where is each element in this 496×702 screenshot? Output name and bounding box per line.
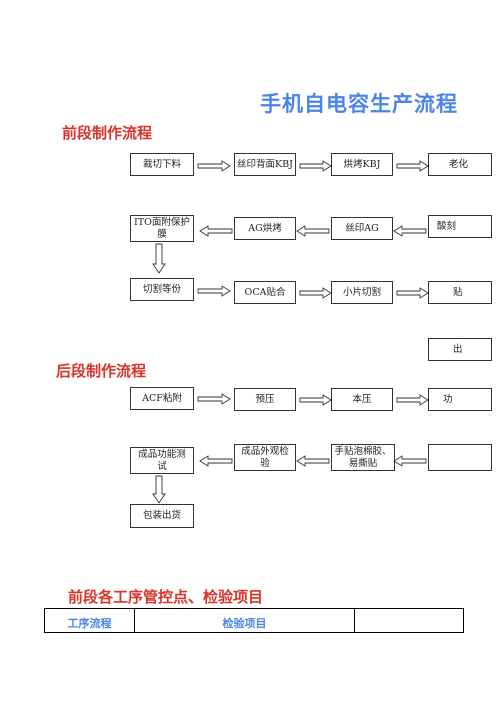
flow-step-out: 出 [428,338,492,361]
right-arrow-icon [299,160,332,172]
page-title: 手机自电容生产流程 [260,92,458,116]
flow-step-prepress: 预压 [234,388,296,411]
down-arrow-icon [152,475,166,504]
inspection-table: 工序流程 检验项目 [44,608,464,633]
flow-step-foam-tape: 手贴泡棉胶、 易撕贴 [331,444,395,471]
front-section-heading: 前段制作流程 [62,124,153,142]
flow-step-bake-kbj: 烘烤KBJ [331,153,393,176]
right-arrow-icon [299,287,332,299]
flow-step-final-function-test: 成品功能测 试 [130,447,194,474]
right-arrow-icon [396,287,429,299]
left-arrow-icon [296,455,330,467]
down-arrow-icon [152,243,166,274]
flow-step-oca: OCA贴合 [234,281,296,304]
flow-step-back-edge [428,444,492,471]
flow-step-mainpress: 本压 [331,388,393,411]
back-section-heading: 后段制作流程 [56,362,147,380]
right-arrow-icon [197,285,231,297]
inspection-heading: 前段各工序管控点、检验项目 [68,588,264,606]
flow-step-acf: ACF粘附 [130,387,194,410]
flow-step-etch: 酸刻 [428,215,492,238]
flow-step-aging: 老化 [428,153,492,176]
left-arrow-icon [296,225,330,237]
flow-step-divide: 切割等份 [130,278,194,301]
left-arrow-icon [393,455,427,467]
right-arrow-icon [396,394,429,406]
flow-step-bake-ag: AG烘烤 [234,217,296,240]
flow-step-cutting: 裁切下料 [130,153,194,176]
flow-step-ito-film: ITO面附保护 膜 [130,215,194,242]
column-header-process: 工序流程 [45,609,135,632]
right-arrow-icon [299,394,332,406]
flow-step-small-cut: 小片切割 [331,281,393,304]
flow-step-final-visual-check: 成品外观检 验 [234,444,296,471]
flow-step-pack-ship: 包装出货 [130,504,194,528]
right-arrow-icon [197,393,231,405]
right-arrow-icon [396,160,429,172]
right-arrow-icon [197,160,231,172]
left-arrow-icon [199,455,233,467]
flow-step-print-kbj: 丝印背面KBJ [234,153,296,176]
left-arrow-icon [393,225,427,237]
column-header-items: 检验项目 [135,609,355,632]
flow-step-laminate: 贴 [428,281,492,304]
flow-step-function: 功 [428,388,492,411]
flow-step-print-ag: 丝印AG [331,217,393,240]
left-arrow-icon [199,225,233,237]
column-header-extra [355,609,463,632]
